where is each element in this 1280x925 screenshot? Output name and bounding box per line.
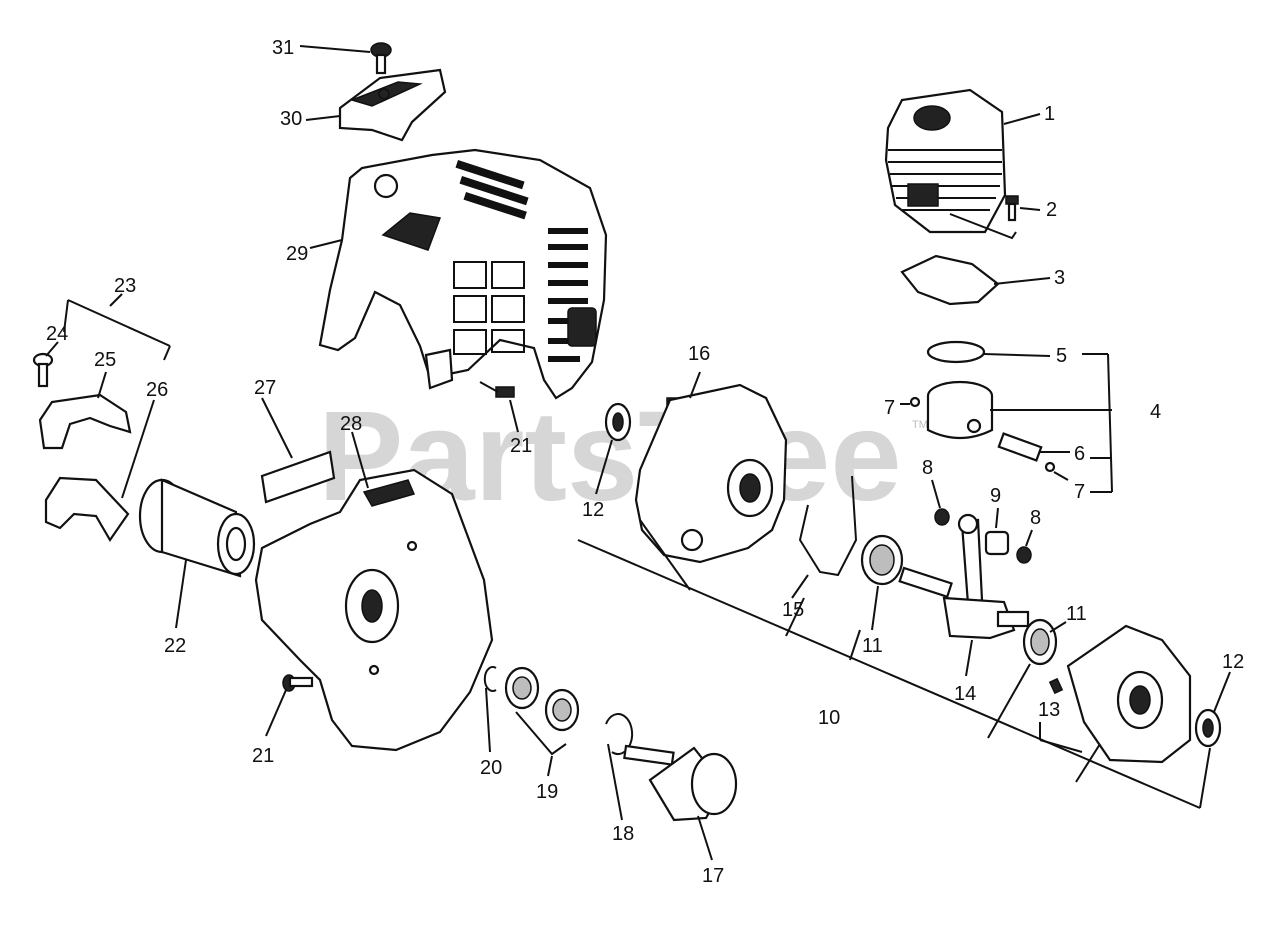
part-17-clutch-drum[interactable] <box>623 744 738 822</box>
part-20-snap-ring[interactable] <box>483 666 497 692</box>
callout-9[interactable]: 9 <box>990 485 1001 507</box>
part-12-oil-seal-upper[interactable] <box>604 402 632 442</box>
callout-8-left[interactable]: 8 <box>922 457 933 479</box>
callout-1[interactable]: 1 <box>1044 103 1055 125</box>
part-6-piston-pin[interactable] <box>997 432 1043 462</box>
part-13-pin[interactable] <box>1048 677 1064 695</box>
callout-15[interactable]: 15 <box>782 599 804 621</box>
part-9-needle-bearing[interactable] <box>984 530 1010 556</box>
callout-23[interactable]: 23 <box>114 275 136 297</box>
callout-19[interactable]: 19 <box>536 781 558 803</box>
callout-7-lower[interactable]: 7 <box>1074 481 1085 503</box>
watermark-trademark: TM <box>912 419 928 431</box>
part-24-bolt[interactable] <box>32 352 54 388</box>
part-11-bearing-right[interactable] <box>1022 618 1058 666</box>
part-14-crankshaft[interactable] <box>898 513 1030 640</box>
part-18-snap-ring[interactable] <box>605 713 634 755</box>
part-8-washer-left[interactable] <box>934 508 950 526</box>
callout-12-lower[interactable]: 12 <box>1222 651 1244 673</box>
callout-10[interactable]: 10 <box>818 707 840 729</box>
part-31-screw[interactable] <box>370 42 392 75</box>
part-12-oil-seal-lower[interactable] <box>1194 708 1222 748</box>
callout-12-upper[interactable]: 12 <box>582 499 604 521</box>
callout-27[interactable]: 27 <box>254 377 276 399</box>
callout-20[interactable]: 20 <box>480 757 502 779</box>
callout-11-right[interactable]: 11 <box>1066 603 1087 625</box>
part-7-clip-lower[interactable] <box>1044 461 1056 473</box>
part-21-screw-upper[interactable] <box>479 381 515 398</box>
callout-17[interactable]: 17 <box>702 865 724 887</box>
part-26-clamp-lower[interactable] <box>44 476 130 543</box>
part-30-cover-plate[interactable] <box>338 68 447 142</box>
part-22-intake-boot[interactable] <box>138 478 256 578</box>
callout-11-left[interactable]: 11 <box>862 635 883 657</box>
part-4-piston[interactable] <box>926 380 994 440</box>
part-8-washer-right[interactable] <box>1016 546 1032 564</box>
callout-labels: 31 30 29 1 2 3 5 4 7 6 7 8 9 8 16 12 15 … <box>46 37 1244 887</box>
callout-30[interactable]: 30 <box>280 108 302 130</box>
callout-28[interactable]: 28 <box>340 413 362 435</box>
part-2-bolt[interactable] <box>1005 195 1019 222</box>
leader-lines <box>45 45 1231 861</box>
callout-2[interactable]: 2 <box>1046 199 1057 221</box>
callout-21-lower[interactable]: 21 <box>252 745 274 767</box>
part-27-label[interactable] <box>260 450 336 504</box>
callout-4[interactable]: 4 <box>1150 401 1161 423</box>
callout-25[interactable]: 25 <box>94 349 116 371</box>
part-25-clamp-upper[interactable] <box>38 393 132 450</box>
part-19-bearing-a[interactable] <box>504 666 540 710</box>
callout-18[interactable]: 18 <box>612 823 634 845</box>
part-10-crankcase-left[interactable] <box>634 383 788 564</box>
part-19-bearing-b[interactable] <box>544 688 580 732</box>
callout-22[interactable]: 22 <box>164 635 186 657</box>
callout-6[interactable]: 6 <box>1074 443 1085 465</box>
callout-5[interactable]: 5 <box>1056 345 1067 367</box>
part-3-gasket[interactable] <box>900 254 1000 306</box>
callout-16[interactable]: 16 <box>688 343 710 365</box>
callout-24[interactable]: 24 <box>46 323 68 345</box>
callout-31[interactable]: 31 <box>272 37 294 59</box>
part-10-crankcase-right[interactable] <box>1066 624 1192 764</box>
callout-21-upper[interactable]: 21 <box>510 435 532 457</box>
callout-29[interactable]: 29 <box>286 243 308 265</box>
part-11-bearing-left[interactable] <box>860 534 904 586</box>
part-1-cylinder[interactable] <box>884 88 1007 234</box>
part-15-gasket[interactable] <box>798 475 858 577</box>
callout-3[interactable]: 3 <box>1054 267 1065 289</box>
callout-13[interactable]: 13 <box>1038 699 1060 721</box>
callout-7-upper[interactable]: 7 <box>884 397 895 419</box>
callout-8-right[interactable]: 8 <box>1030 507 1041 529</box>
callout-26[interactable]: 26 <box>146 379 168 401</box>
part-29-engine-cover[interactable] <box>318 148 608 400</box>
part-28-fan-housing[interactable] <box>254 468 494 752</box>
part-7-clip-upper[interactable] <box>909 396 921 408</box>
part-21-screw-lower[interactable] <box>282 674 314 692</box>
callout-14[interactable]: 14 <box>954 683 976 705</box>
part-5-piston-ring[interactable] <box>926 340 986 364</box>
